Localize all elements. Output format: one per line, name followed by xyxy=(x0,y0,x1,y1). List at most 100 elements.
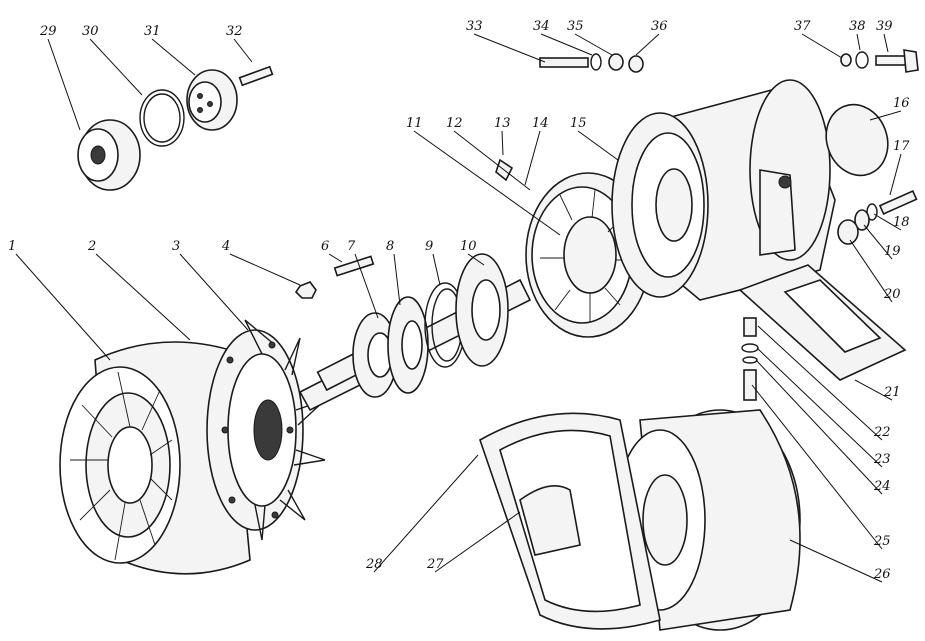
callout-leader xyxy=(757,325,883,441)
callout-label: 23 xyxy=(873,452,891,467)
callout-7: 7 xyxy=(347,239,379,319)
washer-part-38 xyxy=(855,51,869,69)
callout-label: 12 xyxy=(446,116,463,131)
callout-leader xyxy=(233,38,253,63)
callout-label: 17 xyxy=(893,139,910,154)
gasket-plate-part-21 xyxy=(738,264,907,381)
callout-label: 16 xyxy=(893,96,910,111)
callout-label: 20 xyxy=(883,287,901,302)
callout-label: 27 xyxy=(426,557,444,572)
callout-10: 10 xyxy=(460,239,485,266)
cover-plate-part-27 xyxy=(519,484,581,556)
callout-leader xyxy=(467,253,485,266)
callout-leader xyxy=(849,239,893,303)
callout-18: 18 xyxy=(873,213,910,231)
callout-21: 21 xyxy=(854,379,901,401)
callout-leader xyxy=(635,33,660,56)
callout-22: 22 xyxy=(757,325,891,441)
bolt-part-17 xyxy=(878,189,918,215)
flange-part-8 xyxy=(387,296,429,394)
callout-leader xyxy=(524,130,541,186)
callout-20: 20 xyxy=(849,239,901,303)
callout-leader xyxy=(393,253,401,306)
callout-leader xyxy=(577,130,619,161)
callout-label: 7 xyxy=(347,239,356,254)
callout-label: 14 xyxy=(532,116,549,131)
callout-17: 17 xyxy=(889,139,910,196)
callout-29: 29 xyxy=(39,24,81,131)
callout-label: 30 xyxy=(82,24,99,39)
callout-leader xyxy=(432,253,441,286)
callout-leader xyxy=(889,153,902,196)
callout-label: 33 xyxy=(466,19,483,34)
callout-label: 24 xyxy=(873,479,891,494)
callout-leader xyxy=(856,33,861,51)
callout-leader xyxy=(873,213,902,231)
plug-part-20 xyxy=(837,219,859,245)
callout-37: 37 xyxy=(794,19,843,59)
callout-33: 33 xyxy=(466,19,546,63)
callout-label: 8 xyxy=(386,239,394,254)
callout-leader xyxy=(434,511,521,573)
callout-leader xyxy=(883,33,889,53)
callout-leader xyxy=(453,130,531,191)
nut-part-36 xyxy=(628,55,644,73)
callout-14: 14 xyxy=(524,116,549,186)
callout-leader xyxy=(869,110,902,121)
callout-label: 31 xyxy=(144,24,161,39)
callout-label: 3 xyxy=(172,239,180,254)
callout-11: 11 xyxy=(406,116,561,236)
callout-39: 39 xyxy=(876,19,893,53)
washer-part-34 xyxy=(590,53,602,71)
callout-leader xyxy=(801,33,843,59)
bolt-part-32 xyxy=(238,65,274,87)
callout-leader xyxy=(756,347,883,468)
callout-36: 36 xyxy=(635,19,668,56)
callout-leader xyxy=(751,384,883,550)
callout-label: 2 xyxy=(87,239,96,254)
lockwasher-part-24 xyxy=(742,356,758,364)
callout-label: 6 xyxy=(321,239,329,254)
callout-leader xyxy=(540,33,593,56)
callout-25: 25 xyxy=(751,384,891,550)
callout-leader xyxy=(179,253,249,331)
nut-part-4 xyxy=(294,281,317,299)
callout-label: 32 xyxy=(226,24,243,39)
callout-label: 26 xyxy=(873,567,891,582)
callout-leader xyxy=(574,33,613,56)
callout-label: 39 xyxy=(876,19,893,34)
callout-leader xyxy=(473,33,546,63)
callout-24: 24 xyxy=(755,359,891,495)
callout-27: 27 xyxy=(426,511,521,573)
bearing-flange-part-10 xyxy=(455,253,509,367)
callout-35: 35 xyxy=(567,19,613,56)
bolt-part-33 xyxy=(539,57,589,68)
callout-leader xyxy=(354,253,379,319)
callout-leader xyxy=(328,253,343,263)
callout-label: 35 xyxy=(567,19,584,34)
callout-leader xyxy=(47,38,81,131)
callout-leader xyxy=(413,130,561,236)
callout-label: 38 xyxy=(849,19,866,34)
callout-label: 37 xyxy=(794,19,811,34)
callout-leader xyxy=(755,359,883,495)
ring-part-30 xyxy=(139,89,185,147)
callout-4: 4 xyxy=(221,239,301,286)
callout-leader xyxy=(89,38,143,96)
ring-part-19 xyxy=(854,209,870,231)
callout-34: 34 xyxy=(533,19,593,56)
callout-label: 28 xyxy=(365,557,383,572)
callout-15: 15 xyxy=(570,116,619,161)
callout-leader xyxy=(854,379,893,401)
callout-32: 32 xyxy=(226,24,253,63)
callout-26: 26 xyxy=(789,539,891,583)
callout-leader xyxy=(863,224,893,260)
callout-label: 34 xyxy=(533,19,550,34)
callout-8: 8 xyxy=(386,239,401,306)
callout-label: 4 xyxy=(221,239,230,254)
callout-leader xyxy=(229,253,301,286)
callout-leader xyxy=(15,253,111,361)
callout-23: 23 xyxy=(756,347,891,468)
